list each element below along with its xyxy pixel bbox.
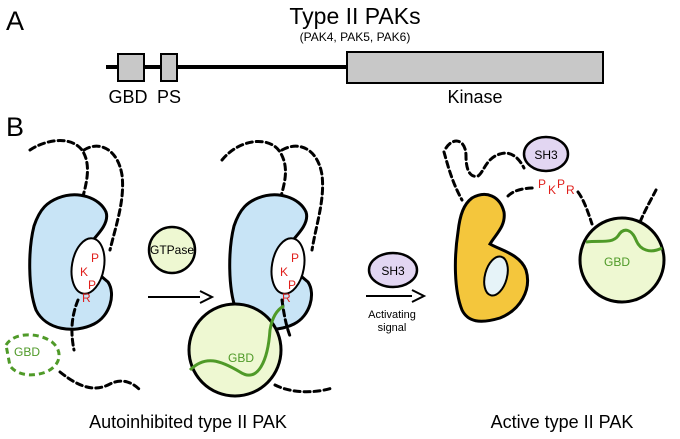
gbd-bound-line bbox=[188, 304, 285, 377]
kinase-domain-inactive bbox=[28, 193, 113, 331]
active-linker-to-motif bbox=[506, 186, 536, 198]
linker-bottom bbox=[70, 298, 80, 352]
gtpase-circle bbox=[147, 225, 197, 275]
motif2-letter-r: R bbox=[282, 291, 291, 305]
active-pocket bbox=[483, 255, 509, 297]
kinase-domain-box bbox=[346, 51, 604, 84]
gbd-label-right: GBD bbox=[604, 255, 630, 269]
arrow-2-head bbox=[411, 289, 427, 303]
linker-top-left bbox=[28, 139, 89, 202]
linker-to-gbd bbox=[58, 370, 142, 392]
sh3-oval-signal bbox=[367, 251, 419, 289]
gtpase-label: GTPase bbox=[150, 243, 194, 257]
kinase-domain-label: Kinase bbox=[447, 87, 502, 107]
motif2-letter-p2: P bbox=[288, 278, 296, 292]
panel-a-title: Type II PAKs bbox=[289, 3, 420, 29]
active-motif-p2: P bbox=[557, 177, 565, 191]
kinase-domain-inactive-2 bbox=[228, 193, 313, 331]
active-motif-p1: P bbox=[538, 177, 546, 191]
caption-autoinhibited: Autoinhibited type II PAK bbox=[89, 412, 287, 432]
active-linker-top bbox=[444, 139, 526, 178]
arrow-1-head bbox=[199, 290, 215, 304]
gbd-label-middle: GBD bbox=[228, 351, 254, 365]
activating-signal-line2: signal bbox=[378, 322, 407, 334]
caption-active: Active type II PAK bbox=[491, 412, 634, 432]
active-linker-left bbox=[442, 150, 464, 202]
gtpase-gbd-complex bbox=[187, 302, 283, 398]
gbd-released-line bbox=[585, 228, 663, 253]
linker2-bottom bbox=[280, 298, 292, 338]
linker-top-right bbox=[82, 144, 125, 252]
autoinhibited-pak-state1: P K P R GBD bbox=[4, 139, 142, 392]
gbd-domain-label: GBD bbox=[108, 87, 147, 107]
ps-domain-label: PS bbox=[157, 87, 181, 107]
panel-a-subtitle: (PAK4, PAK5, PAK6) bbox=[300, 30, 411, 44]
panel-a-letter: A bbox=[6, 6, 24, 36]
active-motif-k: K bbox=[548, 183, 556, 197]
ps-motif-pocket bbox=[70, 237, 106, 295]
motif2-letter-k: K bbox=[280, 265, 288, 279]
panel-b-letter: B bbox=[6, 112, 24, 142]
autoinhibited-pak-state2: P K P R GBD bbox=[187, 140, 334, 398]
motif-letter-p2: P bbox=[88, 278, 96, 292]
linker2-tail bbox=[273, 383, 334, 394]
active-linker-motif-to-gbd bbox=[576, 190, 594, 226]
gbd-released-circle bbox=[578, 216, 666, 304]
ps-motif-pocket-2 bbox=[270, 237, 306, 295]
motif-letter-p1: P bbox=[91, 251, 99, 265]
motif-letter-k: K bbox=[80, 265, 88, 279]
linker2-top-left bbox=[220, 140, 287, 202]
gbd-label-left: GBD bbox=[14, 345, 40, 359]
gbd-domain-box bbox=[117, 53, 145, 82]
activating-signal-line1: Activating bbox=[368, 309, 416, 321]
gbd-unfolded bbox=[4, 333, 61, 377]
active-linker-tail bbox=[638, 188, 658, 224]
active-motif-r: R bbox=[566, 183, 575, 197]
motif2-letter-p1: P bbox=[291, 251, 299, 265]
kinase-domain-active bbox=[453, 193, 529, 323]
sh3-label-signal: SH3 bbox=[381, 264, 405, 278]
linker2-top-right bbox=[280, 144, 325, 252]
sh3-label-bound: SH3 bbox=[534, 148, 558, 162]
active-pak-state: SH3 P K P R GBD bbox=[442, 135, 666, 323]
ps-domain-box bbox=[160, 53, 178, 82]
sh3-oval-bound bbox=[522, 135, 570, 173]
motif-letter-r: R bbox=[82, 291, 91, 305]
